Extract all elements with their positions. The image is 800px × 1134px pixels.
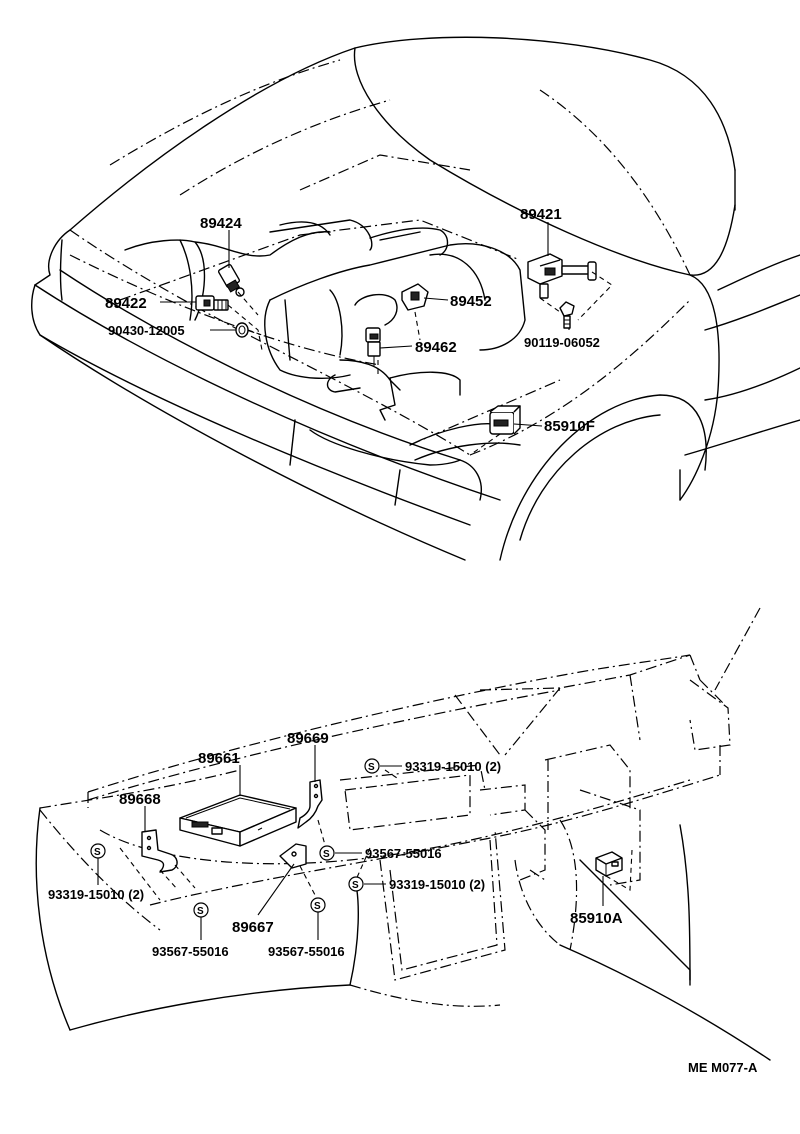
svg-text:S: S	[314, 901, 321, 912]
s-mark-93567-a: S	[319, 845, 335, 861]
s-mark-93567-b: S	[193, 902, 209, 918]
s-mark-93319-c: S	[348, 876, 364, 892]
dash-labels: 89661 89669 89668 93319-15010 (2) 93567-…	[48, 730, 623, 959]
dash-connection-lines	[119, 769, 633, 901]
label-85910F: 85910F	[544, 418, 595, 435]
s-mark-93319-a: S	[364, 758, 380, 774]
label-93319-15010-c: 93319-15010 (2)	[389, 877, 485, 892]
sensor-89462	[365, 327, 381, 366]
dash-leader-lines	[97, 745, 604, 940]
engine-labels: 89424 89421 89422 89452 90430-12005 8946…	[105, 206, 600, 435]
label-93567-55016-b: 93567-55016	[152, 944, 229, 959]
bracket-89668	[141, 829, 178, 873]
label-89669: 89669	[287, 730, 329, 747]
dash-parts	[141, 779, 623, 877]
engine-parts	[195, 253, 597, 435]
bracket-89669	[297, 779, 323, 829]
svg-text:S: S	[197, 906, 204, 917]
label-89452: 89452	[450, 293, 492, 310]
svg-text:S: S	[352, 880, 359, 891]
svg-text:S: S	[368, 762, 375, 773]
sensor-89422	[195, 295, 229, 311]
bracket-89667	[279, 843, 307, 869]
label-89424: 89424	[200, 215, 242, 232]
instrument-panel-drawing	[35, 607, 771, 1061]
label-93567-55016-a: 93567-55016	[365, 846, 442, 861]
label-90430-12005: 90430-12005	[108, 323, 185, 338]
relay-85910F	[489, 405, 521, 435]
figure-code: ME M077-A	[688, 1060, 758, 1075]
label-89661: 89661	[198, 750, 240, 767]
svg-text:S: S	[323, 849, 330, 860]
svg-text:S: S	[94, 847, 101, 858]
sensor-89452	[401, 283, 429, 311]
label-89668: 89668	[119, 791, 161, 808]
relay-89421	[527, 253, 597, 299]
label-85910A: 85910A	[570, 910, 623, 927]
s-mark-93319-b: S	[90, 843, 106, 859]
label-89667: 89667	[232, 919, 274, 936]
label-90119-06052: 90119-06052	[524, 335, 600, 350]
gasket-90430	[235, 322, 249, 338]
label-89421: 89421	[520, 206, 562, 223]
ecu-89661	[179, 794, 297, 847]
engine-leader-lines	[160, 222, 570, 427]
label-89422: 89422	[105, 295, 147, 312]
label-93319-15010-b: 93319-15010 (2)	[48, 887, 144, 902]
label-89462: 89462	[415, 339, 457, 356]
relay-85910A	[595, 851, 623, 877]
bolt-90119	[559, 301, 575, 329]
label-93319-15010-a: 93319-15010 (2)	[405, 759, 501, 774]
label-93567-55016-c: 93567-55016	[268, 944, 345, 959]
engine-compartment-drawing	[31, 36, 800, 561]
s-mark-93567-c: S	[310, 897, 326, 913]
engine-connection-lines	[227, 271, 613, 456]
s-marks: S S S S S S	[90, 758, 380, 918]
sensor-89424	[217, 263, 245, 297]
